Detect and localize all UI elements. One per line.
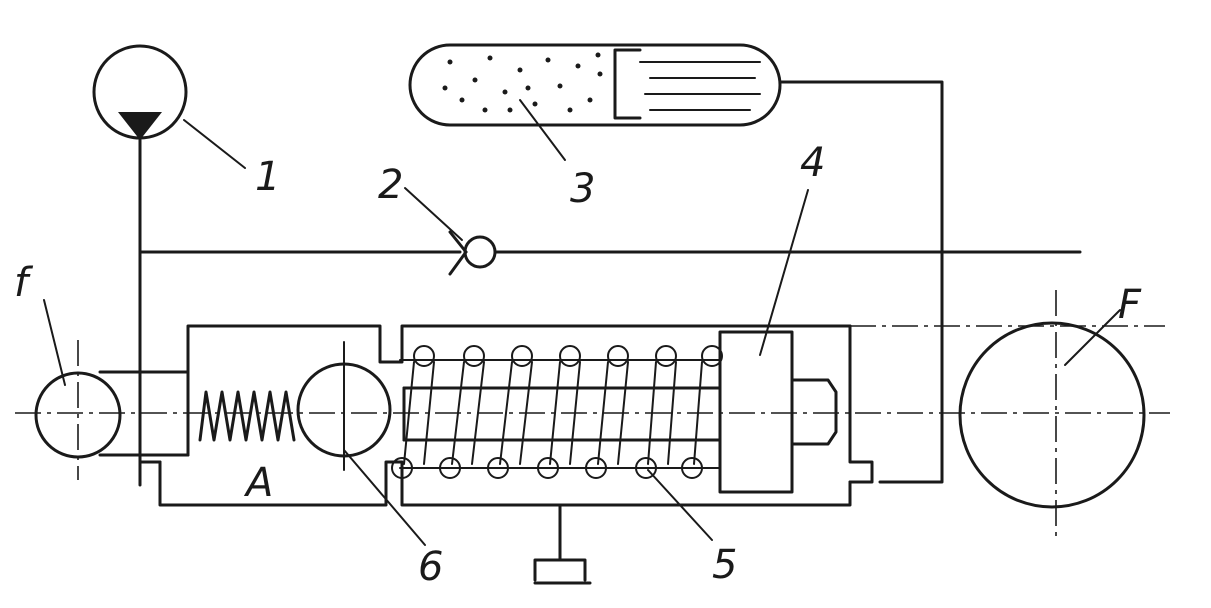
- label-check-valve: 2: [378, 162, 403, 208]
- plunger-rod: [402, 386, 722, 442]
- large-roller: [958, 290, 1146, 540]
- label-ball-valve: 6: [418, 544, 443, 590]
- accumulator: [408, 43, 782, 127]
- main-spring: [391, 345, 723, 479]
- label-accumulator: 3: [570, 166, 595, 212]
- accumulator-line: [778, 80, 944, 484]
- ball-valve: [296, 341, 392, 471]
- small-spring: [198, 390, 296, 442]
- small-roller: [34, 340, 122, 480]
- pressure-gauge: [92, 44, 188, 487]
- valve-body: [98, 324, 874, 507]
- check-valve: [448, 230, 497, 276]
- label-chamber: A: [243, 460, 273, 506]
- piston: [718, 330, 838, 494]
- label-spring: 5: [712, 542, 737, 588]
- label-gauge: 1: [255, 154, 280, 200]
- label-large-roller: F: [1118, 282, 1142, 328]
- leader-lines: [43, 99, 1121, 546]
- label-small-roller: f: [14, 260, 34, 306]
- drain-outlet: [533, 503, 592, 585]
- label-piston: 4: [800, 140, 825, 186]
